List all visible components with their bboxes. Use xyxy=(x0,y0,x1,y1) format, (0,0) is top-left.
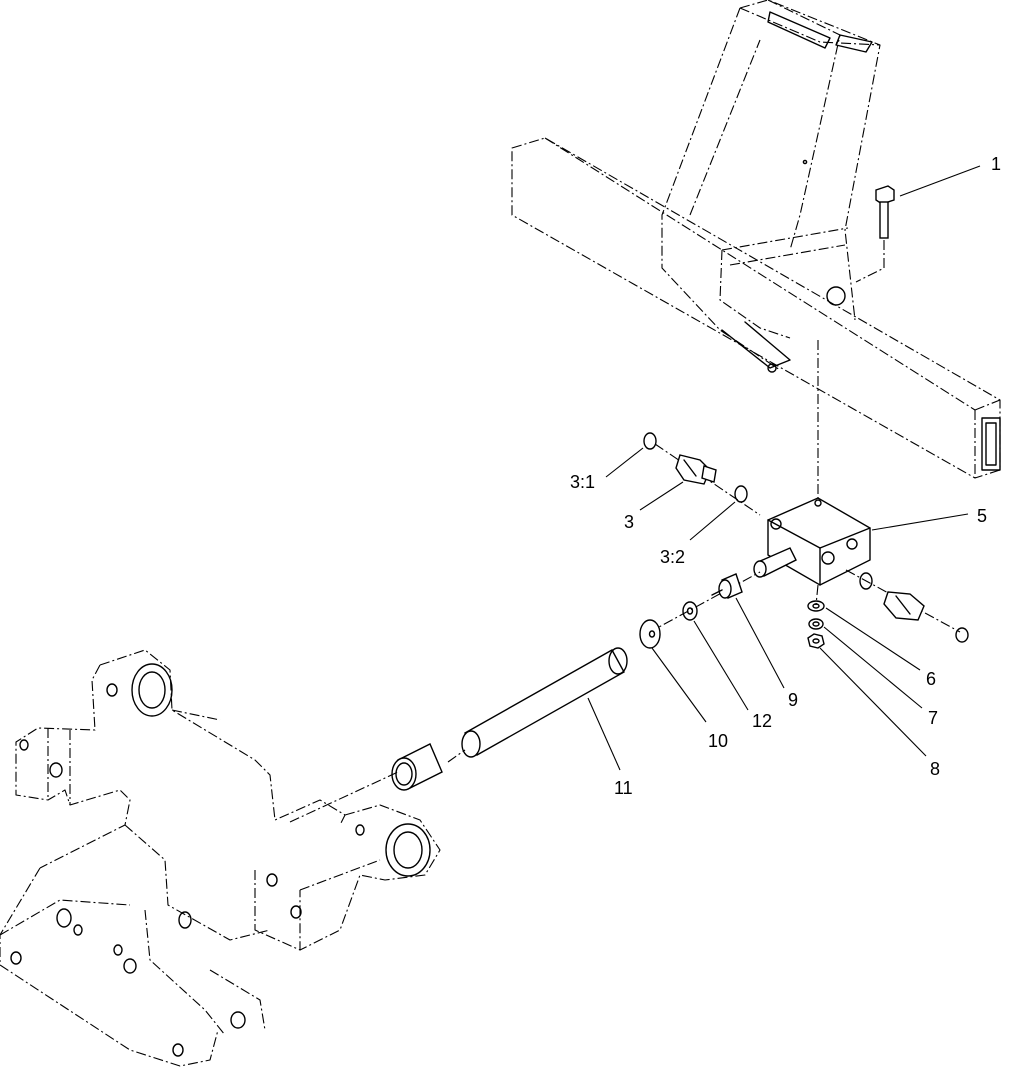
part-nut-8 xyxy=(807,633,825,649)
part-shaft-11 xyxy=(447,647,628,763)
leader-11 xyxy=(587,697,621,771)
leader-1 xyxy=(899,165,981,197)
part-washer-6 xyxy=(807,584,825,612)
part-bushing xyxy=(289,743,443,823)
part-pin-9 xyxy=(647,571,761,634)
part-fitting-3 xyxy=(643,432,761,516)
part-fitting-right xyxy=(845,569,969,643)
part-washer-10 xyxy=(639,619,661,649)
callout-3: 3 xyxy=(624,512,634,532)
leader-9 xyxy=(735,597,785,689)
callout-7: 7 xyxy=(928,708,938,728)
callout-8: 8 xyxy=(930,759,940,779)
leader-12 xyxy=(693,620,749,711)
callout-3-1: 3:1 xyxy=(570,472,595,492)
lower-pivot-frame xyxy=(0,649,441,1067)
callout-6: 6 xyxy=(926,669,936,689)
part-manifold-block-5 xyxy=(753,340,871,586)
callout-5: 5 xyxy=(977,506,987,526)
part-washer-12 xyxy=(682,601,698,621)
leader-3 xyxy=(639,481,684,511)
callout-12: 12 xyxy=(752,711,772,731)
leader-7 xyxy=(823,626,923,709)
leader-3-2 xyxy=(689,501,736,541)
callout-11: 11 xyxy=(614,778,633,798)
frame-vertical-bracket xyxy=(661,0,881,373)
leader-10 xyxy=(651,647,707,723)
leader-5 xyxy=(871,513,969,531)
callout-10: 10 xyxy=(708,731,728,751)
callout-9: 9 xyxy=(788,690,798,710)
leader-8 xyxy=(819,647,927,757)
leader-3-1 xyxy=(605,447,644,478)
leader-6 xyxy=(825,607,921,671)
o-ring-3-2 xyxy=(734,485,748,503)
callout-labels: 1 3:1 3 3:2 5 6 7 8 9 10 12 11 xyxy=(570,154,1001,798)
leader-lines xyxy=(587,165,981,771)
callout-3-2: 3:2 xyxy=(660,547,685,567)
o-ring-3-1 xyxy=(643,432,657,450)
part-bolt-1 xyxy=(855,185,895,283)
callout-1: 1 xyxy=(991,154,1001,174)
frame-tube-crossmember xyxy=(511,137,1001,479)
part-lock-washer-7 xyxy=(808,618,824,630)
